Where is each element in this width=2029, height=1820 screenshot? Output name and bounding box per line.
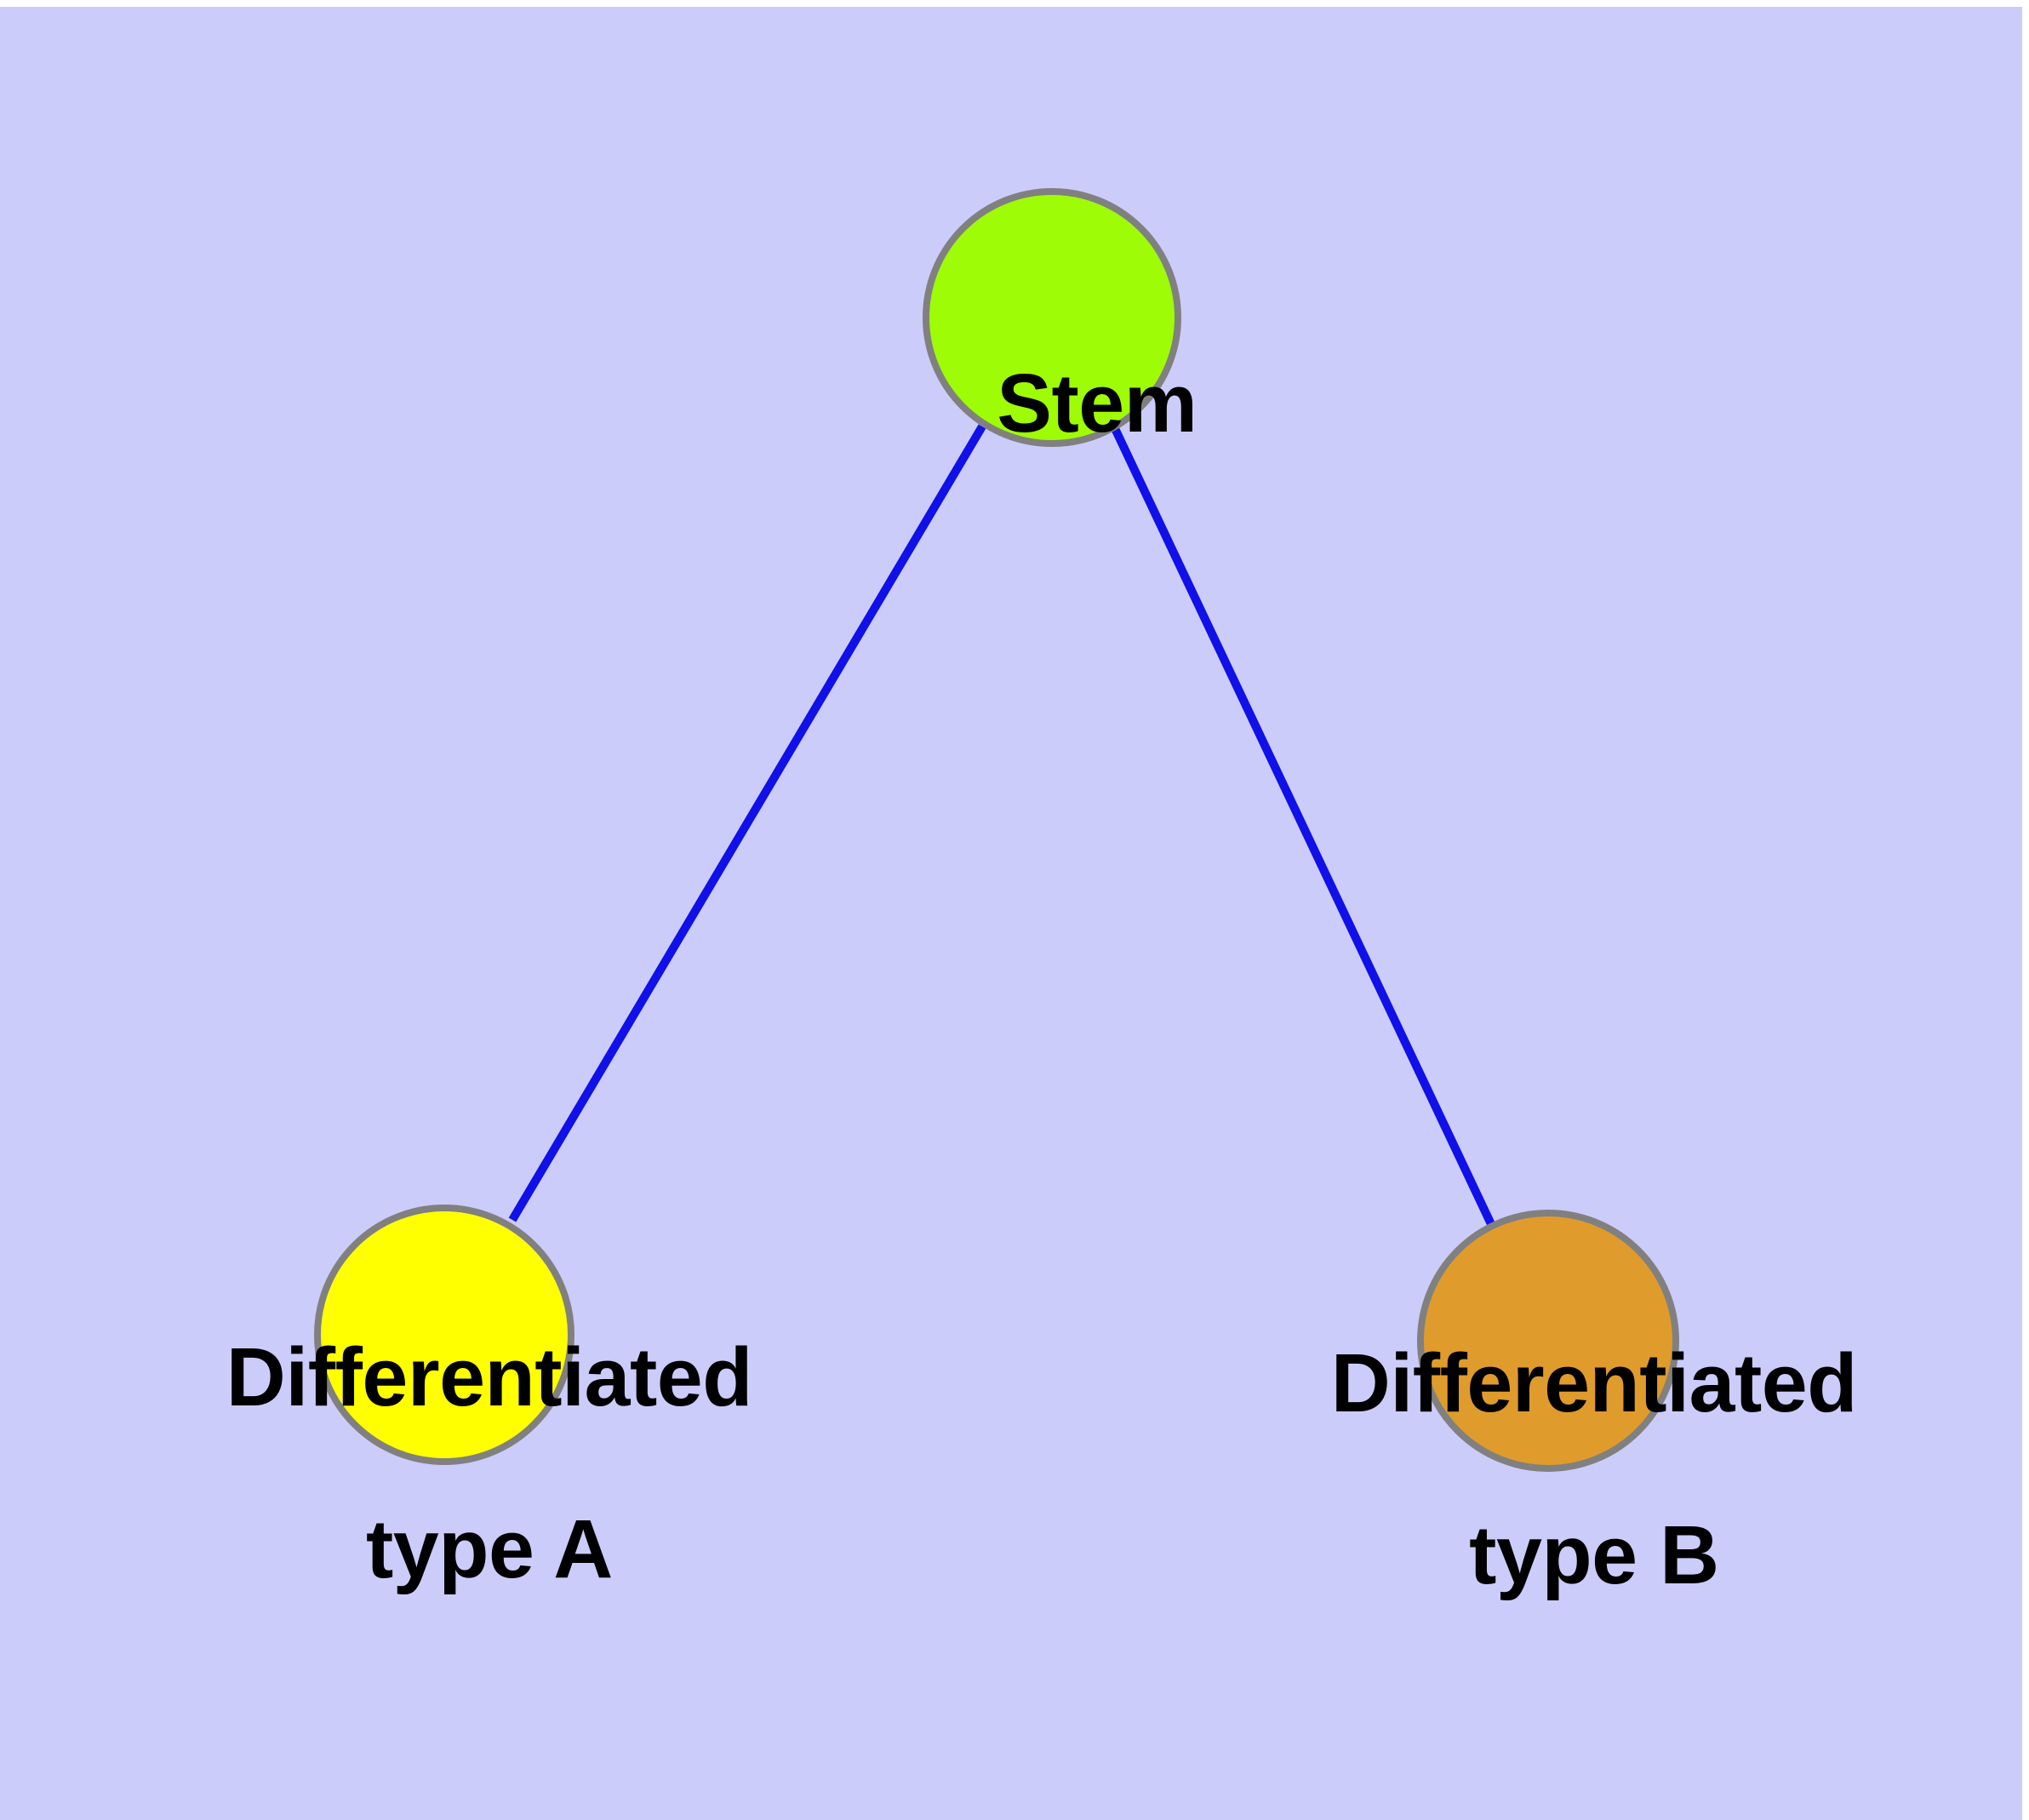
node-layer: [314, 188, 1679, 1472]
edge-stem-to-diff-a[interactable]: [508, 424, 986, 1222]
node-differentiated-type-b[interactable]: [1417, 1210, 1679, 1472]
edge-stem-to-diff-b[interactable]: [1108, 421, 1495, 1227]
node-differentiated-type-a[interactable]: [314, 1205, 574, 1465]
node-stem[interactable]: [923, 188, 1181, 447]
edge-layer: [508, 421, 1495, 1227]
